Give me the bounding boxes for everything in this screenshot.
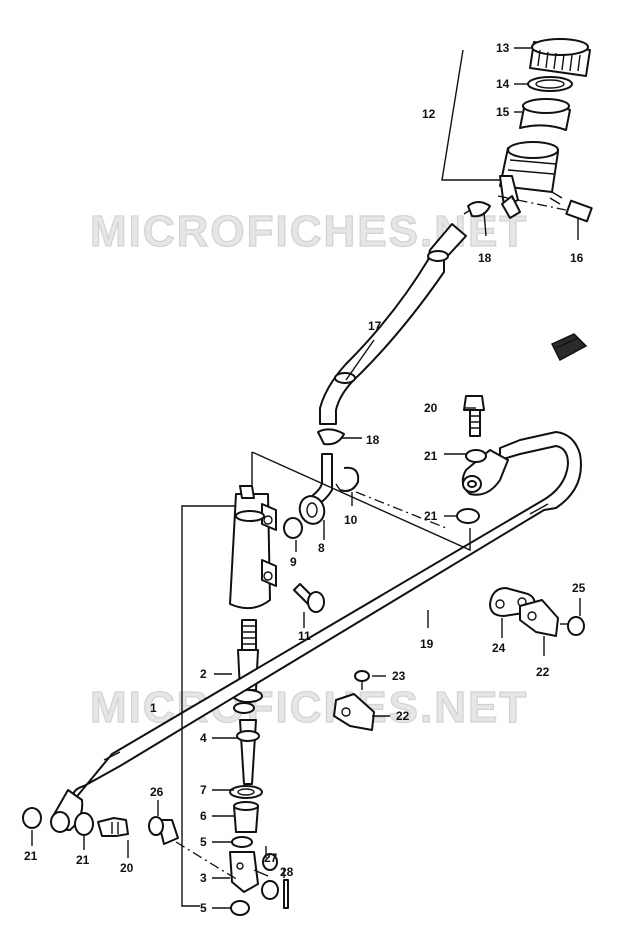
callout-19: 19 <box>420 637 434 651</box>
circlip <box>335 466 360 492</box>
callout-5-upper: 5 <box>200 835 207 849</box>
banjo-upper <box>461 449 509 496</box>
watermark-top: MICROFICHES.NET <box>90 207 528 256</box>
clevis-pin-washer <box>261 853 279 900</box>
clamp-screw-right <box>560 616 585 636</box>
callout-8: 8 <box>318 541 325 555</box>
master-cylinder-bolt <box>293 583 325 613</box>
callout-28: 28 <box>280 865 294 879</box>
hose-clamp-lower <box>317 428 345 446</box>
callout-17: 17 <box>368 319 382 333</box>
piston-spring <box>241 619 257 651</box>
hose-clamp-center <box>333 693 375 731</box>
reservoir-connector <box>298 453 333 525</box>
callout-26: 26 <box>150 785 164 799</box>
callout-9: 9 <box>290 555 297 569</box>
callout-24: 24 <box>492 641 506 655</box>
callout-21-upper: 21 <box>424 449 438 463</box>
hose-end-upper <box>427 250 449 262</box>
front-arrow-icon <box>550 333 588 362</box>
clevis <box>229 851 269 893</box>
callout-1: 1 <box>150 701 157 715</box>
callout-18-lower: 18 <box>366 433 380 447</box>
callout-21-mid: 21 <box>424 509 438 523</box>
callout-20-upper: 20 <box>424 401 438 415</box>
callout-22-center: 22 <box>396 709 410 723</box>
reservoir-body <box>499 141 559 219</box>
callout-20-lower: 20 <box>120 861 134 875</box>
callout-2: 2 <box>200 667 207 681</box>
leader-lines <box>31 47 581 909</box>
hose-sleeves <box>103 503 549 761</box>
master-cylinder-body <box>229 485 277 610</box>
lock-nut-bottom <box>230 900 250 916</box>
callout-18-upper: 18 <box>478 251 492 265</box>
o-ring <box>283 517 303 539</box>
reservoir-hose <box>319 223 467 425</box>
hose-clamp-right <box>519 599 559 637</box>
centerline-clevis <box>175 841 239 881</box>
hose-end-lower <box>334 372 356 384</box>
push-rod-boot <box>229 785 263 799</box>
callout-13: 13 <box>496 41 510 55</box>
callout-21-left: 21 <box>24 849 38 863</box>
push-rod <box>236 719 260 785</box>
callout-27: 27 <box>264 851 278 865</box>
washer-lower-1 <box>22 807 42 829</box>
clamp-screw-center <box>354 670 370 690</box>
callout-4: 4 <box>200 731 207 745</box>
washer-upper-1 <box>465 449 487 463</box>
callout-10: 10 <box>344 513 358 527</box>
washer-upper-2 <box>456 508 480 524</box>
callout-5-lower: 5 <box>200 901 207 915</box>
callout-15: 15 <box>496 105 510 119</box>
reservoir-cap <box>529 38 591 77</box>
callout-6: 6 <box>200 809 207 823</box>
reservoir-screw <box>549 191 593 223</box>
callout-21-lower: 21 <box>76 853 90 867</box>
banjo-bolt-lower <box>97 817 129 837</box>
centerline-screw <box>497 195 567 211</box>
callout-25: 25 <box>572 581 586 595</box>
reservoir-diaphragm <box>519 98 571 131</box>
lock-nut-lower <box>231 836 253 848</box>
callout-7: 7 <box>200 783 207 797</box>
washer-lower-2 <box>74 812 94 836</box>
lock-nut-upper <box>233 801 259 833</box>
callout-12: 12 <box>422 107 436 121</box>
callout-23: 23 <box>392 669 406 683</box>
brake-hose <box>72 431 582 801</box>
callout-22-right: 22 <box>536 665 550 679</box>
callout-16: 16 <box>570 251 584 265</box>
callout-labels: 13 14 15 12 18 16 17 18 20 21 21 10 9 8 … <box>24 41 586 915</box>
callout-11: 11 <box>298 629 311 643</box>
clevis-pin <box>148 816 179 845</box>
centerline-circlip <box>355 491 447 529</box>
banjo-bolt-upper <box>463 395 485 437</box>
cotter-pin <box>283 879 289 909</box>
reservoir-diaphragm-plate <box>527 76 573 92</box>
callout-14: 14 <box>496 77 510 91</box>
callout-3: 3 <box>200 871 207 885</box>
